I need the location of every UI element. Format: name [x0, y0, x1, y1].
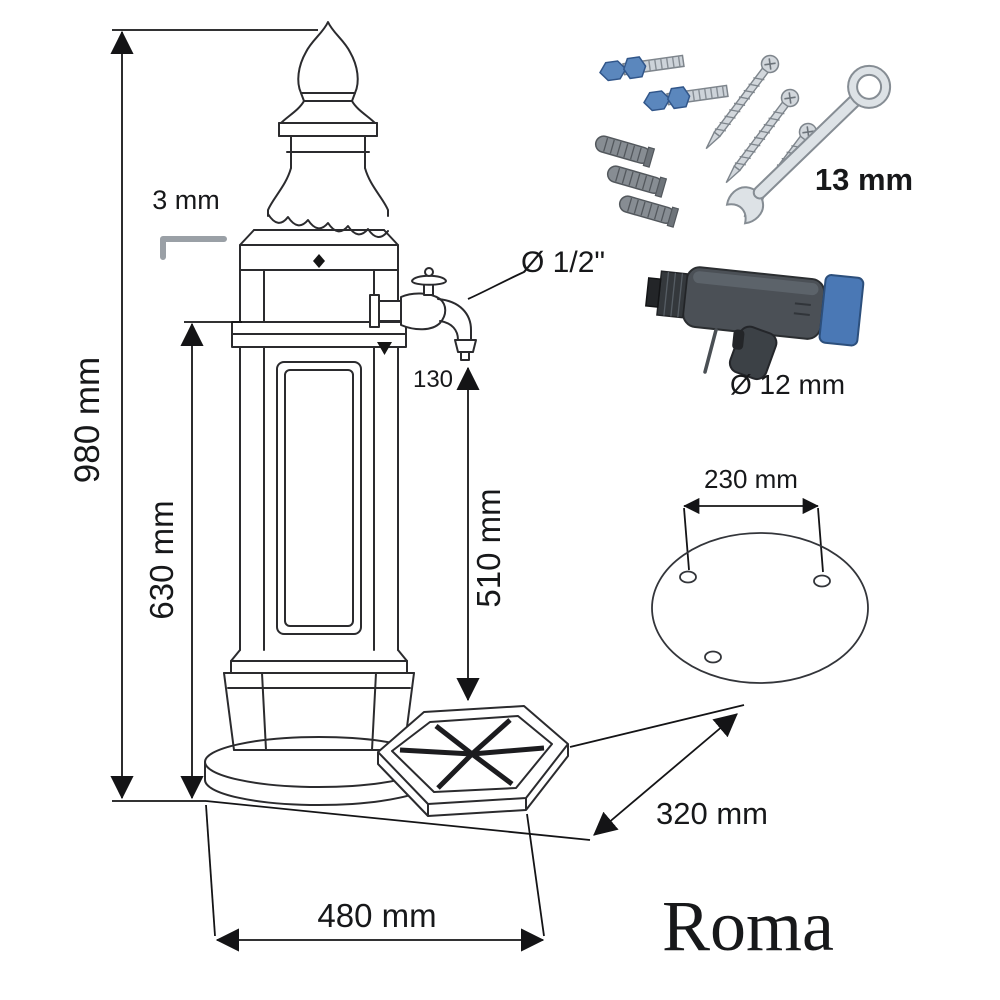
tap-spout	[437, 298, 472, 341]
dimension-lines	[110, 29, 824, 952]
drill-battery	[818, 274, 865, 347]
dim-230-ext-right	[817, 507, 824, 573]
allen-key-label: 3 mm	[152, 185, 220, 215]
bolt-icon	[597, 50, 686, 84]
finial-dome	[297, 21, 359, 94]
dim-130-label: 130	[413, 366, 453, 393]
bell-collar	[267, 167, 292, 217]
cap-diamond-mark	[313, 254, 325, 268]
labels: 980 mm 630 mm 510 mm 130 3 mm Ø 1/2" 480…	[68, 162, 913, 966]
dim-630-label: 630 mm	[143, 500, 180, 619]
drill-bit-icon	[703, 328, 718, 374]
finial-flare	[280, 100, 376, 124]
product-name: Roma	[662, 886, 834, 966]
dim-480-ext-right	[526, 813, 545, 937]
dim-510-label: 510 mm	[470, 488, 507, 607]
plinth	[223, 672, 415, 751]
tap-size-leader	[467, 271, 525, 300]
column-panel-outer	[276, 361, 362, 635]
plate-outline	[651, 532, 869, 684]
dim-480-label: 480 mm	[317, 897, 436, 934]
basin-illustration	[377, 705, 569, 817]
tap-body	[400, 292, 447, 331]
hardware-kit	[592, 50, 892, 381]
dim-320-extension	[569, 704, 745, 748]
dim-230-label: 230 mm	[704, 464, 798, 494]
dim-480-ext-left	[205, 804, 216, 937]
dim-230-ext-left	[683, 507, 690, 571]
mounting-plate	[651, 532, 869, 684]
dim-320-line	[593, 713, 738, 836]
tap-bracket-mark	[377, 342, 392, 355]
dim-320-label: 320 mm	[656, 796, 768, 831]
plate-hole	[704, 650, 722, 664]
basin-outline	[377, 705, 569, 817]
drill-icon	[645, 266, 865, 381]
wall-plug-icon	[616, 192, 680, 228]
drill-bit-label: Ø 12 mm	[730, 369, 845, 400]
bolt-icon	[641, 80, 730, 114]
ground-diagonal	[205, 800, 591, 841]
wall-plug-icon	[592, 132, 656, 168]
column-panel-inner	[284, 369, 354, 627]
tap-thread-label: Ø 1/2"	[521, 246, 605, 279]
tap-handle	[411, 274, 447, 286]
basin-inner-rim	[391, 715, 553, 793]
wall-plug-icon	[604, 162, 668, 198]
fountain-illustration	[204, 21, 434, 806]
wrench-icon	[725, 64, 892, 225]
drill-trigger	[732, 329, 745, 350]
plate-hole	[813, 574, 831, 588]
basin-grate	[399, 718, 545, 790]
dim-980-label: 980 mm	[68, 357, 107, 483]
wrench-size-label: 13 mm	[815, 162, 913, 197]
allen-key-icon	[160, 236, 227, 260]
screw-icon	[698, 51, 783, 155]
plate-hole	[679, 570, 697, 584]
bell-scalloped-edge	[267, 213, 389, 238]
tap-illustration	[369, 267, 477, 361]
